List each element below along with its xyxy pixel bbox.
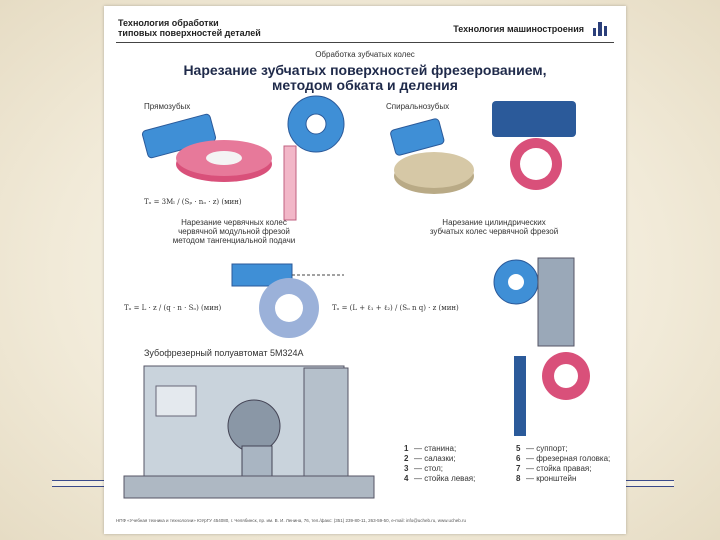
header-left-line-1: Технология обработки [118, 18, 219, 28]
formula-1: Tₒ = 3Mₗ / (Sₚ · nₒ · z) (мин) [144, 198, 242, 206]
caption-worm: Нарезание червячных колес червячной моду… [134, 218, 334, 245]
legend-item: 8— кронштейн [516, 474, 577, 483]
legend-col-1: 1— станина; 2— салазки; 3— стол; 4— стой… [404, 444, 509, 484]
legend-col-2: 5— суппорт; 6— фрезерная головка; 7— сто… [516, 444, 621, 484]
caption-cylindrical: Нарезание цилиндрических зубчатых колес … [394, 218, 594, 236]
legend-item: 3— стол; [404, 464, 443, 473]
logo-icon [593, 22, 607, 36]
caption-worm-line-1: Нарезание червячных колес [181, 218, 287, 227]
legend-item: 1— станина; [404, 444, 457, 453]
header-left-line-2: типовых поверхностей деталей [118, 28, 261, 38]
section-heading: Обработка зубчатых колес [315, 50, 415, 59]
header-left: Технология обработки типовых поверхносте… [118, 18, 318, 38]
straight-gear-illustration [141, 113, 272, 182]
formula-3: Tₒ = (L + ℓ₁ + ℓ₂) / (Sₒ n q) · z (мин) [332, 304, 459, 312]
machine-illustration [123, 365, 375, 499]
caption-worm-line-2: червячной модульной фрезой [178, 227, 290, 236]
poster-title-line-2: методом обката и деления [272, 77, 458, 93]
right-rule [624, 480, 674, 487]
label-straight: Прямозубых [144, 102, 191, 111]
poster-footer: НПФ «Учебная техника и технологии» ЮУрГУ… [116, 518, 467, 523]
helical-gear-illustration [390, 101, 576, 194]
legend-item: 5— суппорт; [516, 444, 568, 453]
left-rule [52, 480, 106, 487]
worm-wheel-illustration [231, 263, 344, 338]
disc-cutter-illustration [283, 95, 345, 221]
poster-title: Нарезание зубчатых поверхностей фрезеров… [124, 63, 606, 93]
header-right: Технология машиностроения [453, 24, 584, 34]
legend-item: 7— стойка правая; [516, 464, 592, 473]
legend-item: 2— салазки; [404, 454, 456, 463]
machine-title: Зубофрезерный полуавтомат 5М324А [144, 348, 304, 358]
label-helical: Спиральнозубых [386, 102, 450, 111]
caption-cyl-line-1: Нарезание цилиндрических [442, 218, 546, 227]
caption-cyl-line-2: зубчатых колес червячной фрезой [429, 227, 559, 236]
hob-illustration [493, 257, 590, 436]
legend-item: 6— фрезерная головка; [516, 454, 611, 463]
header-divider [116, 42, 614, 43]
illustrations [123, 95, 590, 499]
poster-title-line-1: Нарезание зубчатых поверхностей фрезеров… [183, 62, 547, 78]
legend-item: 4— стойка левая; [404, 474, 476, 483]
caption-worm-line-3: методом тангенциальной подачи [172, 236, 296, 245]
formula-2: Tₒ = L · z / (q · n · Sₒ) (мин) [124, 304, 222, 312]
technical-poster: Технология обработки типовых поверхносте… [104, 6, 626, 534]
